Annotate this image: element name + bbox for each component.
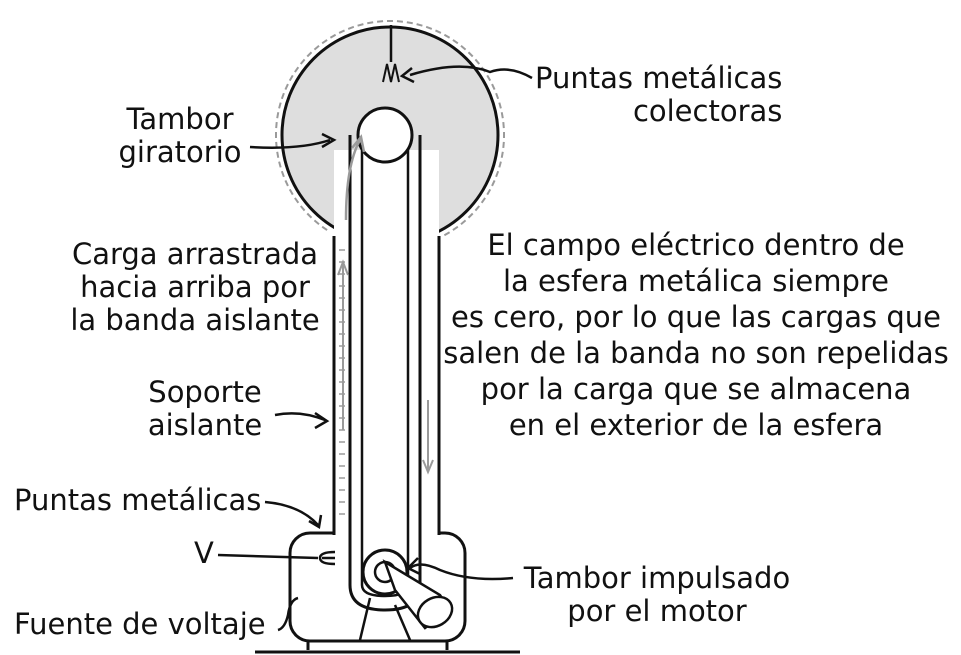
charge-mark [500,112,504,119]
label-v: V [194,536,214,570]
charge-mark [321,225,328,231]
label-campo-electrico: El campo eléctrico dentro de la esfera m… [436,227,956,443]
motor-pulley [416,595,454,629]
label-tambor-impulsado: Tambor impulsado por el motor [512,562,802,628]
charge-mark [278,161,282,168]
charge-mark [435,29,442,34]
charge-mark [474,205,481,212]
charge-mark [276,112,280,119]
leader-puntas [264,500,323,530]
charge-mark [284,180,289,187]
leader-soporte [274,411,330,430]
label-line: El campo eléctrico dentro de [487,228,905,262]
label-carga-arrastrada: Carga arrastrada hacia arriba por la ban… [60,238,330,337]
charge-mark [396,20,404,23]
charge-mark [347,25,355,30]
charge-mark [495,92,500,100]
charge-mark [313,44,320,51]
label-line: Tambor [126,102,234,136]
charge-marks-outside [275,20,505,237]
label-line: Tambor impulsado [523,561,791,595]
charge-mark [443,231,451,237]
charge-mark [288,74,294,82]
charge-mark [313,219,320,226]
charge-mark [306,51,313,58]
charge-mark [306,212,313,219]
upward-charge-arrow [337,259,349,430]
charge-mark [329,33,337,39]
charge-mark [299,58,306,65]
charge-mark [406,21,413,25]
top-rotating-drum [356,106,414,164]
label-line: por el motor [567,594,747,628]
charge-mark [288,188,294,196]
charge-mark [275,121,278,129]
charge-mark [491,180,496,187]
label-soporte-aislante: Soporte aislante [140,376,270,442]
leader-drum [249,132,337,149]
label-line: en el exterior de la esfera [508,408,884,442]
charge-mark [357,23,364,27]
charge-mark [367,21,374,25]
leader-collector [399,65,533,84]
charge-mark [467,212,474,219]
label-line: colectoras [632,94,783,128]
charge-mark [480,197,486,204]
label-line: Soporte [148,375,262,409]
label-fuente-voltaje: Fuente de voltaje [14,607,266,641]
label-line: la banda aislante [70,303,320,337]
charge-mark [500,151,504,158]
charge-mark [502,121,505,129]
base-metal-points-icon [318,550,336,566]
collector-points-icon [382,63,400,83]
charge-mark [467,51,474,58]
charge-mark [425,25,433,30]
charge-mark [460,219,467,226]
charge-mark [452,39,459,45]
charge-mark [460,44,467,51]
charge-mark [491,83,496,90]
charge-mark [278,102,282,109]
label-puntas-colectoras: Puntas metálicas colectoras [535,62,782,128]
charge-mark [452,225,459,231]
label-line: es cero, por lo que las cargas que [451,300,941,334]
charge-mark [502,141,505,149]
leader-tambor-impulsado [405,557,514,581]
charge-mark [474,58,481,65]
charge-mark [376,20,384,23]
leader-fuente [277,596,299,632]
label-tambor-giratorio: Tambor giratorio [110,103,250,169]
label-line: salen de la banda no son repelidas [443,336,949,370]
charge-mark [338,29,345,34]
leader-v [217,553,319,560]
charge-mark [280,170,285,178]
charge-mark [284,83,289,90]
label-line: giratorio [118,135,242,169]
motor-support [358,597,412,641]
charge-mark [486,188,492,196]
charge-mark [498,161,502,168]
charge-mark [294,66,300,73]
charge-mark [498,102,502,109]
label-line: la esfera metálica siempre [502,264,890,298]
belt-top-charge-arrow [344,134,366,221]
label-line: Carga arrastrada [71,237,319,271]
charge-mark [495,170,500,178]
charge-mark [276,151,280,158]
label-line: por la carga que se almacena [480,372,912,406]
charge-mark [299,205,306,212]
label-puntas-metalicas: Puntas metálicas [14,483,262,517]
label-line: Puntas metálicas [535,61,783,95]
label-line: hacia arriba por [80,270,310,304]
charge-mark [321,39,328,45]
charge-mark [294,197,300,204]
charge-mark [280,92,285,100]
charge-mark [443,33,451,39]
charge-mark [486,74,492,82]
downward-belt-arrow [422,400,434,475]
label-line: aislante [147,408,263,442]
charge-mark [416,23,423,27]
